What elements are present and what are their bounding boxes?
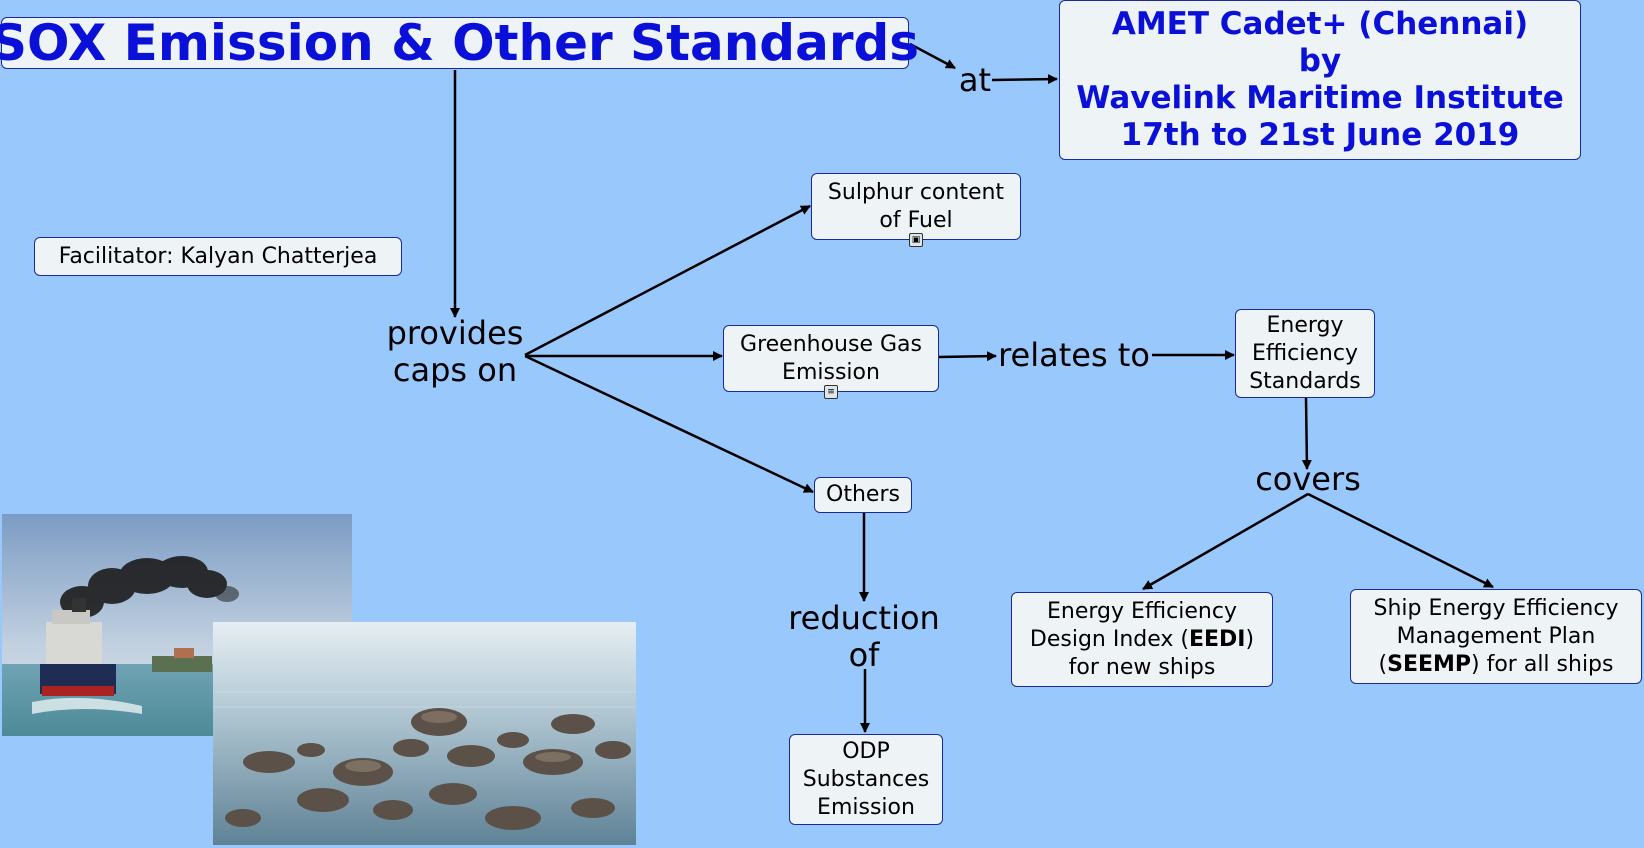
eedi-line-2: Design Index (EEDI) xyxy=(1030,626,1254,654)
document-resource-icon[interactable]: ≡ xyxy=(824,385,838,399)
link-at-institute xyxy=(991,74,1058,85)
phrase-at: at xyxy=(955,62,995,99)
phrase-provides-line-1: provides xyxy=(386,314,524,352)
phrase-covers-text: covers xyxy=(1255,460,1361,498)
eedi-line-1: Energy Efficiency xyxy=(1047,598,1237,624)
eedi-line-2-suffix: ) xyxy=(1245,626,1255,652)
ghg-line-2: Emission xyxy=(782,359,880,385)
ees-line-3: Standards xyxy=(1249,368,1361,394)
phrase-covers: covers xyxy=(1250,461,1366,498)
link-title-at xyxy=(909,42,956,70)
seemp-line-3: (SEEMP) for all ships xyxy=(1379,651,1614,679)
concept-seemp[interactable]: Ship Energy Efficiency Management Plan (… xyxy=(1350,589,1642,684)
phrase-at-text: at xyxy=(958,61,992,99)
concept-eedi[interactable]: Energy Efficiency Design Index (EEDI) fo… xyxy=(1011,592,1273,687)
institute-line-4: 17th to 21st June 2019 xyxy=(1120,117,1520,153)
eedi-line-3: for new ships xyxy=(1068,654,1216,680)
concept-greenhouse-gas[interactable]: Greenhouse Gas Emission xyxy=(723,325,939,392)
institute-line-1: AMET Cadet+ (Chennai) xyxy=(1111,6,1529,42)
eedi-acronym: EEDI xyxy=(1188,626,1246,652)
sulphur-line-2: of Fuel xyxy=(879,207,953,233)
link-covers-seemp xyxy=(1307,492,1494,589)
rocks-water-photo[interactable] xyxy=(213,622,636,845)
seemp-line-2: Management Plan xyxy=(1396,623,1596,649)
phrase-provides-line-2: caps on xyxy=(392,351,518,389)
seemp-line-3-suffix: ) for all ships xyxy=(1471,651,1614,677)
odp-line-2: Substances xyxy=(802,766,930,792)
phrase-reduction-line-1: reduction xyxy=(788,599,940,637)
concept-energy-efficiency-standards[interactable]: Energy Efficiency Standards xyxy=(1235,309,1375,398)
link-provides-sulphur xyxy=(524,204,811,357)
seemp-line-1: Ship Energy Efficiency xyxy=(1373,595,1619,621)
ees-line-1: Energy xyxy=(1266,312,1344,338)
institute-line-2: by xyxy=(1298,43,1342,79)
sulphur-line-1: Sulphur content xyxy=(827,179,1005,205)
others-text: Others xyxy=(826,482,900,507)
facilitator-text: Facilitator: Kalyan Chatterjea xyxy=(58,243,378,269)
rocks-water-image xyxy=(213,622,636,845)
link-ghg-relates xyxy=(938,351,997,362)
institute-line-3: Wavelink Maritime Institute xyxy=(1076,80,1564,116)
phrase-relates-to: relates to xyxy=(996,337,1152,374)
concept-odp-substances[interactable]: ODP Substances Emission xyxy=(789,734,943,825)
phrase-relates-to-text: relates to xyxy=(998,336,1150,374)
ghg-line-1: Greenhouse Gas xyxy=(740,331,922,357)
ees-line-2: Efficiency xyxy=(1252,340,1358,366)
image-resource-icon[interactable]: ▣ xyxy=(909,233,923,247)
map-title[interactable]: SOX Emission & Other Standards xyxy=(0,17,919,69)
concept-others[interactable]: Others xyxy=(814,477,912,513)
odp-line-1: ODP xyxy=(842,738,890,764)
eedi-line-2-prefix: Design Index ( xyxy=(1029,626,1189,652)
odp-line-3: Emission xyxy=(817,794,915,820)
phrase-reduction-of: reduction of xyxy=(784,600,944,674)
seemp-line-3-prefix: ( xyxy=(1378,651,1388,677)
seemp-acronym: SEEMP xyxy=(1387,651,1472,677)
phrase-provides-caps-on: provides caps on xyxy=(375,315,535,389)
link-provides-others xyxy=(524,354,814,494)
phrase-reduction-line-2: of xyxy=(848,636,880,674)
map-title-text: SOX Emission & Other Standards xyxy=(0,14,920,72)
link-covers-eedi xyxy=(1142,492,1309,591)
link-ees-covers xyxy=(1301,397,1312,470)
facilitator-box[interactable]: Facilitator: Kalyan Chatterjea xyxy=(34,237,402,276)
concept-sulphur-content[interactable]: Sulphur content of Fuel xyxy=(811,173,1021,240)
institute-box[interactable]: AMET Cadet+ (Chennai) by Wavelink Mariti… xyxy=(1059,0,1581,160)
